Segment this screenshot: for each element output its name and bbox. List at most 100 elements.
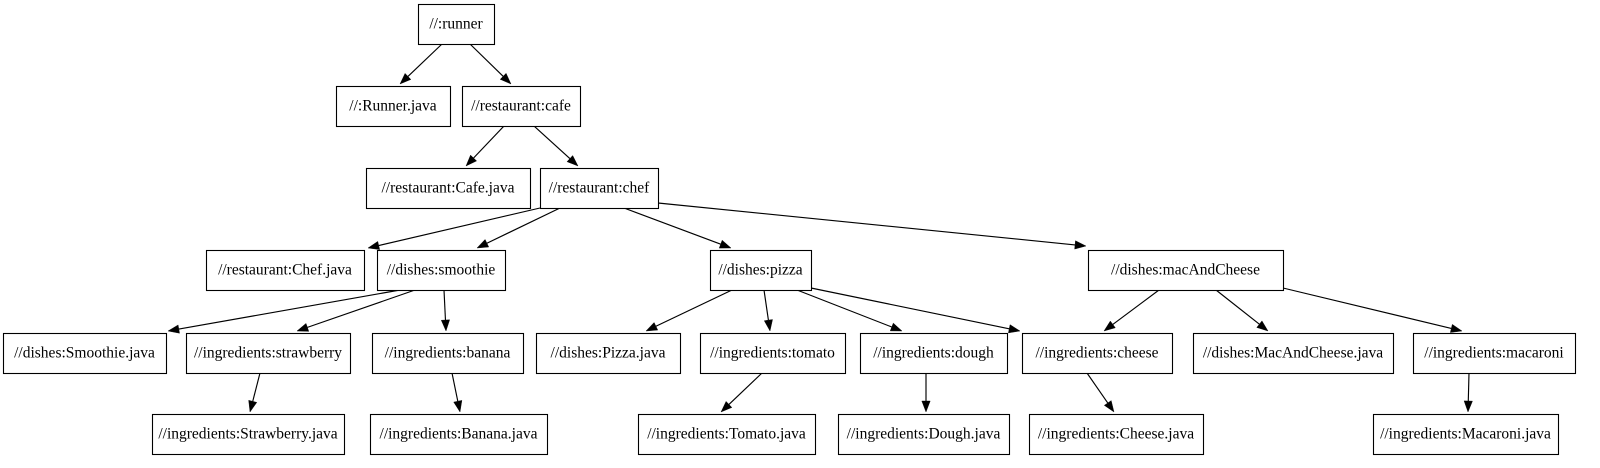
arrowhead-icon <box>566 155 579 167</box>
node-label: //restaurant:Chef.java <box>218 262 352 279</box>
node-box[interactable] <box>1028 413 1205 456</box>
graph-edge <box>645 289 733 332</box>
graph-edge <box>1103 289 1160 332</box>
node-box[interactable] <box>417 3 496 46</box>
graph-node[interactable]: //ingredients:Macaroni.java <box>1372 413 1560 456</box>
graph-edge <box>533 125 579 167</box>
node-box[interactable] <box>185 332 352 375</box>
node-box[interactable] <box>371 332 525 375</box>
node-box[interactable] <box>461 85 582 128</box>
graph-nodes-layer: //:runner //:Runner.java //restaurant:cafe… <box>2 3 1577 456</box>
node-label: //dishes:macAndCheese <box>1111 262 1260 279</box>
node-box[interactable] <box>535 332 682 375</box>
graph-node[interactable]: //ingredients:Banana.java <box>369 413 549 456</box>
graph-node[interactable]: //:Runner.java <box>335 85 452 128</box>
node-box[interactable] <box>1412 332 1577 375</box>
node-box[interactable] <box>376 249 507 292</box>
graph-edge <box>1463 372 1473 413</box>
arrowhead-icon <box>1103 400 1115 413</box>
node-label: //:Runner.java <box>349 98 437 115</box>
graph-edge <box>296 289 416 332</box>
graph-edges-layer <box>167 43 1473 413</box>
graph-node[interactable]: //ingredients:Dough.java <box>837 413 1011 456</box>
node-box[interactable] <box>699 332 847 375</box>
node-box[interactable] <box>205 249 366 292</box>
graph-node[interactable]: //ingredients:Tomato.java <box>637 413 817 456</box>
arrowhead-icon <box>465 154 477 167</box>
arrowhead-icon <box>367 241 380 250</box>
arrowhead-icon <box>1103 320 1116 332</box>
graph-node[interactable]: //:runner <box>417 3 496 46</box>
arrowhead-icon <box>296 323 310 332</box>
graph-edge <box>720 372 763 413</box>
node-box[interactable] <box>2 332 168 375</box>
arrowhead-icon <box>1463 400 1473 413</box>
arrowhead-icon <box>453 400 463 413</box>
arrowhead-icon <box>248 400 258 413</box>
graph-node[interactable]: //ingredients:Cheese.java <box>1028 413 1205 456</box>
node-label: //ingredients:Banana.java <box>380 426 538 443</box>
node-label: //ingredients:Dough.java <box>847 426 1001 443</box>
node-label: //ingredients:Tomato.java <box>647 426 806 443</box>
graph-node[interactable]: //restaurant:Chef.java <box>205 249 366 292</box>
node-label: //:runner <box>429 16 483 33</box>
node-label: //ingredients:dough <box>873 345 994 362</box>
node-label: //ingredients:Cheese.java <box>1038 426 1194 443</box>
node-box[interactable] <box>837 413 1011 456</box>
graph-edge <box>367 207 541 250</box>
graph-node[interactable]: //dishes:Pizza.java <box>535 332 682 375</box>
graph-edge <box>248 372 261 413</box>
graph-node[interactable]: //dishes:macAndCheese <box>1087 249 1285 292</box>
node-box[interactable] <box>1087 249 1285 292</box>
node-box[interactable] <box>1192 332 1395 375</box>
node-box[interactable] <box>637 413 817 456</box>
graph-node[interactable]: //ingredients:cheese <box>1021 332 1174 375</box>
arrowhead-icon <box>1074 240 1087 250</box>
node-box[interactable] <box>335 85 452 128</box>
node-box[interactable] <box>1372 413 1560 456</box>
node-label: //ingredients:macaroni <box>1424 345 1564 362</box>
graph-node[interactable]: //ingredients:tomato <box>699 332 847 375</box>
arrowhead-icon <box>645 322 659 332</box>
node-box[interactable] <box>709 249 813 292</box>
graph-node[interactable]: //ingredients:Strawberry.java <box>151 413 346 456</box>
arrowhead-icon <box>718 239 732 249</box>
graph-node[interactable]: //restaurant:chef <box>539 167 660 210</box>
arrowhead-icon <box>499 72 512 85</box>
graph-edge <box>796 289 903 332</box>
node-label: //dishes:Pizza.java <box>551 345 666 362</box>
graph-edge <box>657 202 1087 250</box>
graph-edge <box>623 207 732 249</box>
node-box[interactable] <box>539 167 660 210</box>
graph-node[interactable]: //restaurant:Cafe.java <box>365 167 532 210</box>
arrowhead-icon <box>889 322 903 332</box>
graph-node[interactable]: //dishes:pizza <box>709 249 813 292</box>
arrowhead-icon <box>476 239 490 249</box>
node-label: //ingredients:cheese <box>1035 345 1158 362</box>
graph-node[interactable]: //ingredients:strawberry <box>185 332 352 375</box>
graph-edge <box>440 289 450 332</box>
graph-node[interactable]: //restaurant:cafe <box>461 85 582 128</box>
graph-node[interactable]: //dishes:Smoothie.java <box>2 332 168 375</box>
graph-node[interactable]: //dishes:MacAndCheese.java <box>1192 332 1395 375</box>
graph-node[interactable]: //ingredients:dough <box>859 332 1009 375</box>
node-box[interactable] <box>151 413 346 456</box>
graph-node[interactable]: //ingredients:banana <box>371 332 525 375</box>
arrowhead-icon <box>1450 324 1463 333</box>
graph-edge <box>810 287 1021 334</box>
node-label: //dishes:smoothie <box>387 262 496 279</box>
graph-edge <box>465 125 505 167</box>
node-box[interactable] <box>859 332 1009 375</box>
node-label: //dishes:MacAndCheese.java <box>1203 345 1383 362</box>
node-box[interactable] <box>1021 332 1174 375</box>
node-label: //ingredients:strawberry <box>194 345 342 362</box>
graph-node[interactable]: //ingredients:macaroni <box>1412 332 1577 375</box>
graph-edge <box>399 43 443 85</box>
node-box[interactable] <box>365 167 532 210</box>
graph-node[interactable]: //dishes:smoothie <box>376 249 507 292</box>
graph-edge <box>921 373 931 413</box>
node-label: //restaurant:cafe <box>471 98 571 115</box>
node-box[interactable] <box>369 413 549 456</box>
